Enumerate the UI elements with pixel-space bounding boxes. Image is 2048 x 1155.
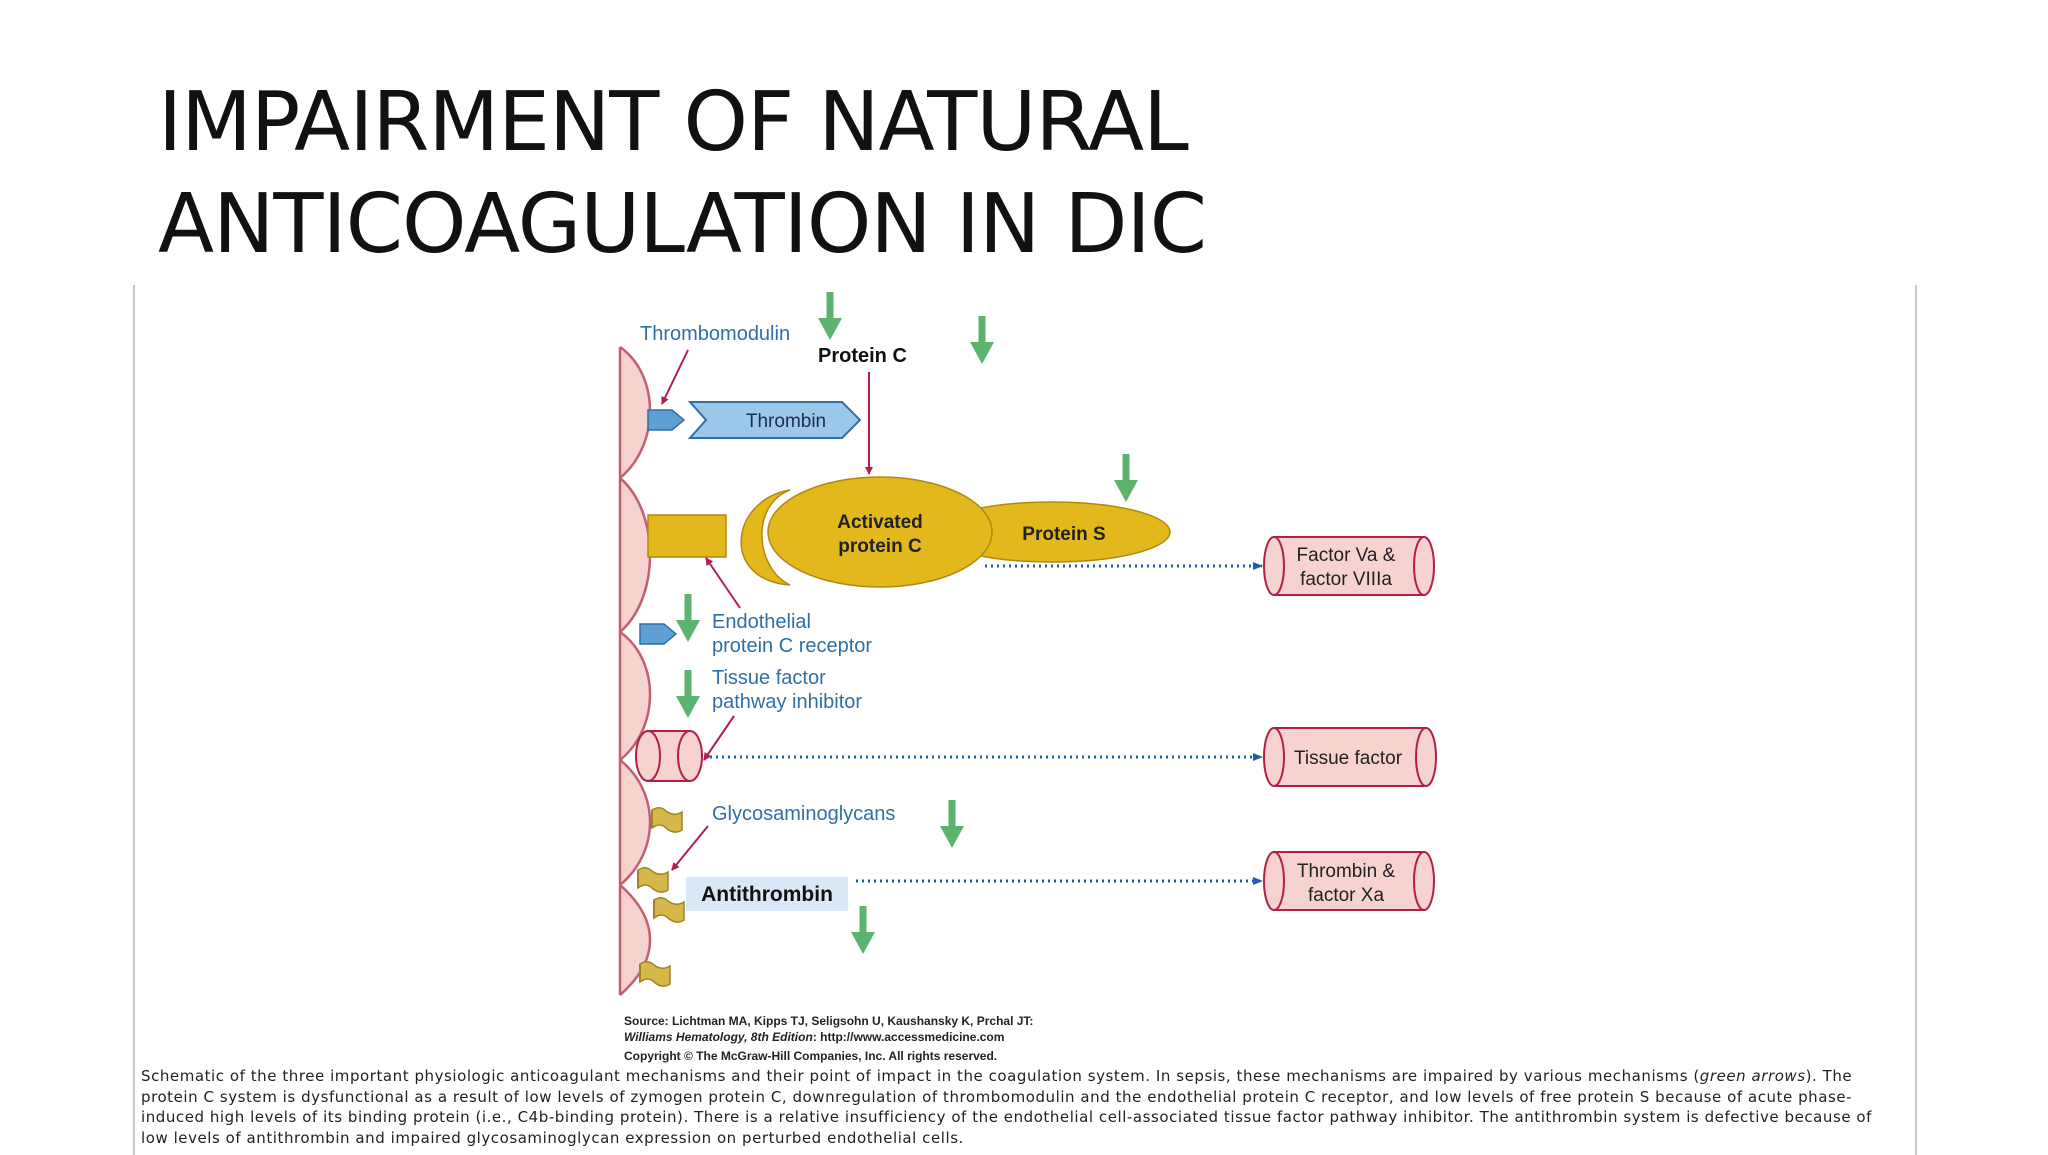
tfpi-label-2: pathway inhibitor — [712, 691, 862, 713]
caption-part-a: Schematic of the three important physiol… — [141, 1067, 1700, 1085]
antithrombin-box — [686, 877, 848, 911]
epcr-pointer — [705, 557, 741, 609]
factor-va-label-2: factor VIIIa — [1300, 569, 1392, 590]
endothelial-membrane — [618, 345, 652, 996]
tissue-factor-cylinder — [1263, 727, 1437, 787]
caption-emphasis: green arrows — [1699, 1067, 1806, 1085]
epcr-label-2: protein C receptor — [712, 635, 872, 657]
source-line-1: Source: Lichtman MA, Kipps TJ, Seligsohn… — [624, 1014, 1033, 1028]
green-arrow-icon — [970, 316, 994, 364]
thrombomodulin-label: Thrombomodulin — [640, 323, 790, 345]
glycosaminoglycans-pointer — [671, 825, 709, 871]
factor-va-cylinder — [1263, 536, 1435, 596]
tfpi-label-1: Tissue factor — [712, 667, 826, 689]
endothelial-cell — [619, 345, 652, 479]
activated-protein-c-label-1: Activated — [837, 512, 923, 533]
epcr-label-1: Endothelial — [712, 611, 811, 633]
thrombin-label: Thrombin — [746, 411, 826, 432]
antithrombin-label: Antithrombin — [701, 883, 833, 906]
slide-title: IMPAIRMENT OF NATURAL ANTICOAGULATION IN… — [158, 72, 1458, 276]
slide-title-line-2: ANTICOAGULATION IN DIC — [158, 177, 1207, 272]
endothelial-cell — [619, 759, 652, 886]
thrombin-xa-label-2: factor Xa — [1308, 885, 1384, 906]
green-arrow-icon — [940, 800, 964, 848]
thrombin-xa-label-1: Thrombin & — [1297, 861, 1396, 882]
protein-s-label: Protein S — [1022, 524, 1105, 545]
slide-title-line-1: IMPAIRMENT OF NATURAL — [158, 75, 1189, 170]
source-book-title: Williams Hematology, 8th Edition — [624, 1030, 813, 1044]
tissue-factor-label: Tissue factor — [1294, 748, 1403, 769]
green-arrow-icon — [676, 594, 700, 642]
thrombomodulin-pointer — [661, 349, 689, 405]
green-arrow-icon — [851, 906, 875, 954]
activated-protein-c-ellipse — [767, 476, 993, 588]
green-arrow-icon — [818, 292, 842, 340]
source-url: : http://www.accessmedicine.com — [813, 1030, 1005, 1044]
tfpi-cylinder — [635, 730, 703, 782]
figure-caption: Schematic of the three important physiol… — [141, 1066, 1901, 1148]
epcr-crescent — [740, 489, 791, 586]
protein-c-label: Protein C — [818, 345, 907, 367]
endothelial-cell — [619, 477, 652, 633]
source-line-3: Copyright © The McGraw-Hill Companies, I… — [624, 1049, 997, 1063]
caption-part-b: ). The protein C system is dysfunctional… — [141, 1067, 1872, 1147]
figure-frame — [133, 285, 1917, 1155]
factor-va-label-1: Factor Va & — [1297, 545, 1396, 566]
endothelial-cell — [619, 630, 652, 761]
thrombomodulin-shape — [647, 409, 686, 431]
thrombin-xa-cylinder — [1263, 851, 1435, 911]
green-arrow-icon — [676, 670, 700, 718]
thrombin-shape — [687, 401, 862, 439]
source-line-2: Williams Hematology, 8th Edition: http:/… — [624, 1030, 1004, 1044]
tfpi-pointer — [703, 715, 735, 761]
epcr-receptor-shape — [639, 623, 678, 645]
glycosaminoglycans-label: Glycosaminoglycans — [712, 803, 895, 825]
activated-protein-c-label-2: protein C — [838, 536, 922, 557]
green-arrow-icon — [1114, 454, 1138, 502]
epcr-stalk — [647, 514, 727, 558]
